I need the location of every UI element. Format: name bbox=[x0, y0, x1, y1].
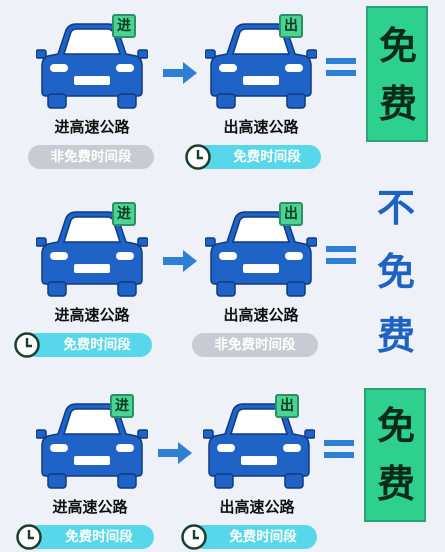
exit-tag: 出 bbox=[279, 202, 303, 226]
result-char: 费 bbox=[378, 82, 417, 126]
clock-icon bbox=[185, 144, 211, 170]
exit-time-badge: 免费时间段 bbox=[191, 525, 317, 549]
entry-tag: 进 bbox=[112, 14, 136, 38]
car-icon bbox=[36, 18, 148, 110]
entry-label: 进高速公路 bbox=[52, 498, 128, 516]
result-char: 费 bbox=[376, 462, 415, 506]
result-char: 免 bbox=[376, 250, 415, 294]
result-free-box: 免 费 bbox=[364, 388, 426, 522]
exit-tag: 出 bbox=[279, 14, 303, 38]
arrow-right-icon bbox=[163, 62, 197, 84]
exit-time-badge: 非免费时间段 bbox=[192, 333, 318, 357]
result-free-box: 免 费 bbox=[366, 6, 428, 142]
entry-time-badge: 免费时间段 bbox=[26, 525, 154, 549]
car-icon bbox=[205, 206, 317, 298]
result-char: 免 bbox=[376, 404, 415, 448]
entry-tag: 进 bbox=[112, 202, 136, 226]
car-icon bbox=[205, 18, 317, 110]
entry-time-badge: 免费时间段 bbox=[24, 333, 152, 357]
clock-icon bbox=[14, 332, 40, 358]
result-char: 不 bbox=[376, 186, 415, 230]
arrow-right-icon bbox=[158, 442, 192, 464]
arrow-right-icon bbox=[163, 250, 197, 272]
car-icon bbox=[203, 398, 315, 490]
exit-label: 出高速公路 bbox=[219, 498, 295, 516]
car-icon bbox=[36, 206, 148, 298]
clock-icon bbox=[16, 524, 42, 550]
equals-icon bbox=[326, 58, 356, 78]
result-char: 费 bbox=[376, 314, 415, 358]
exit-label: 出高速公路 bbox=[223, 118, 299, 136]
result-char: 免 bbox=[378, 24, 417, 68]
equals-icon bbox=[324, 440, 354, 460]
entry-time-badge: 非免费时间段 bbox=[28, 145, 154, 169]
exit-time-badge: 免费时间段 bbox=[195, 145, 321, 169]
entry-label: 进高速公路 bbox=[54, 306, 130, 324]
entry-tag: 进 bbox=[110, 394, 134, 418]
entry-label: 进高速公路 bbox=[54, 118, 130, 136]
exit-tag: 出 bbox=[275, 394, 299, 418]
clock-icon bbox=[181, 524, 207, 550]
car-icon bbox=[36, 398, 148, 490]
exit-label: 出高速公路 bbox=[223, 306, 299, 324]
equals-icon bbox=[326, 246, 356, 266]
